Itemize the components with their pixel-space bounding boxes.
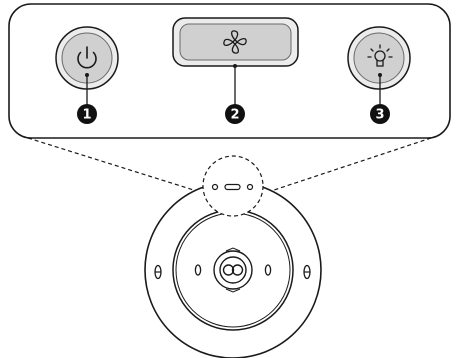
right-indicator bbox=[264, 264, 272, 276]
center-knob-right bbox=[231, 264, 244, 276]
mini-fan-button bbox=[224, 183, 241, 191]
callout-1: 1 bbox=[77, 104, 97, 124]
panel-zoom-frame bbox=[8, 3, 451, 139]
center-knob-outer bbox=[213, 250, 253, 290]
power-icon bbox=[77, 46, 97, 69]
center-knob-left bbox=[222, 264, 235, 276]
power-button[interactable] bbox=[55, 26, 119, 90]
svg-text:3: 3 bbox=[375, 108, 384, 123]
svg-text:2: 2 bbox=[230, 108, 239, 123]
light-bulb-icon bbox=[367, 44, 393, 67]
light-button[interactable] bbox=[347, 26, 411, 90]
leader-dot-3 bbox=[378, 73, 382, 77]
zoom-line-right bbox=[267, 137, 432, 193]
device-top-view bbox=[144, 155, 322, 358]
fan-button[interactable] bbox=[172, 17, 299, 67]
knob-top-tick bbox=[225, 247, 241, 252]
knob-bottom-tick bbox=[225, 288, 241, 293]
callout-2: 2 bbox=[225, 104, 245, 124]
svg-text:1: 1 bbox=[82, 108, 91, 123]
zoom-line-left bbox=[27, 137, 201, 193]
left-indicator bbox=[194, 264, 202, 276]
leader-dot-2 bbox=[233, 64, 237, 68]
fan-icon bbox=[223, 30, 247, 54]
callout-3: 3 bbox=[370, 104, 390, 124]
leader-dot-1 bbox=[85, 73, 89, 77]
zoom-area-circle bbox=[202, 155, 264, 217]
mini-light-button bbox=[246, 183, 254, 191]
mini-power-button bbox=[211, 183, 219, 191]
center-knob-mid bbox=[219, 256, 247, 284]
